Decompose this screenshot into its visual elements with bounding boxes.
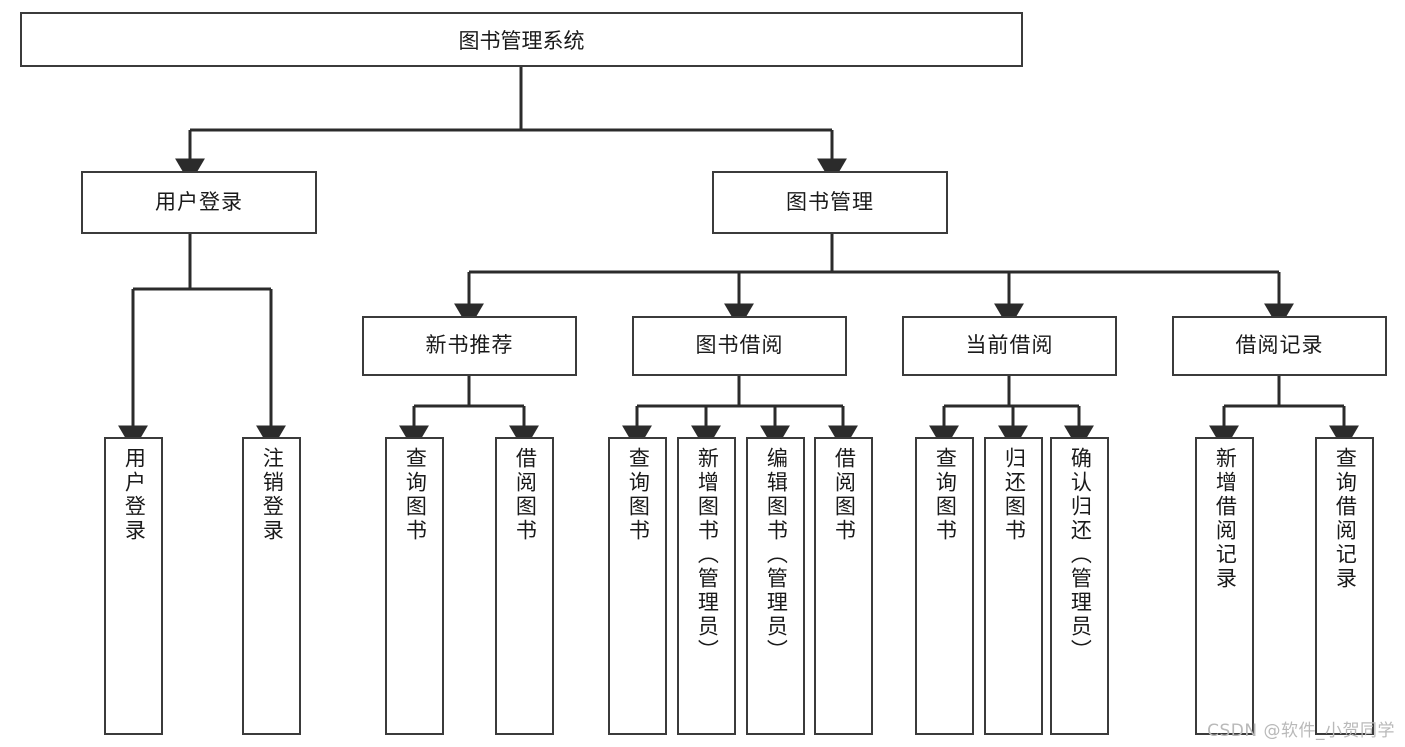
- node-root[interactable]: 图书管理系统: [20, 12, 1023, 67]
- leaf-label: 查询图书: [933, 447, 958, 543]
- node-new-book-recommend[interactable]: 新书推荐: [362, 316, 577, 376]
- leaf-new-book-borrow-book[interactable]: 借阅图书: [495, 437, 554, 735]
- leaf-user-login-logout[interactable]: 注销登录: [242, 437, 301, 735]
- node-borrow-record[interactable]: 借阅记录: [1172, 316, 1387, 376]
- node-book-borrow[interactable]: 图书借阅: [632, 316, 847, 376]
- leaf-new-book-query-book[interactable]: 查询图书: [385, 437, 444, 735]
- leaf-current-borrow-query-book[interactable]: 查询图书: [915, 437, 974, 735]
- leaf-label: 查询图书: [626, 447, 651, 543]
- leaf-label: 查询借阅记录: [1333, 447, 1358, 591]
- leaf-label: 归还图书: [1002, 447, 1027, 543]
- leaf-label: 借阅图书: [513, 447, 538, 543]
- leaf-book-borrow-add-book[interactable]: 新增图书（管理员）: [677, 437, 736, 735]
- leaf-current-borrow-return-book[interactable]: 归还图书: [984, 437, 1043, 735]
- leaf-label: 新增借阅记录: [1213, 447, 1238, 591]
- leaf-book-borrow-query-book[interactable]: 查询图书: [608, 437, 667, 735]
- node-current-borrow[interactable]: 当前借阅: [902, 316, 1117, 376]
- leaf-label: 编辑图书（管理员）: [764, 447, 789, 663]
- leaf-label: 注销登录: [260, 447, 285, 543]
- leaf-borrow-record-query-record[interactable]: 查询借阅记录: [1315, 437, 1374, 735]
- leaf-label: 查询图书: [403, 447, 428, 543]
- csdn-watermark: CSDN @软件_小贺同学: [1207, 721, 1395, 741]
- leaf-label: 借阅图书: [832, 447, 857, 543]
- leaf-label: 确认归还（管理员）: [1068, 447, 1093, 663]
- node-user-login[interactable]: 用户登录: [81, 171, 317, 234]
- node-book-management[interactable]: 图书管理: [712, 171, 948, 234]
- leaf-book-borrow-edit-book[interactable]: 编辑图书（管理员）: [746, 437, 805, 735]
- leaf-book-borrow-borrow-book[interactable]: 借阅图书: [814, 437, 873, 735]
- leaf-user-login-login[interactable]: 用户登录: [104, 437, 163, 735]
- leaf-label: 用户登录: [122, 447, 147, 543]
- leaf-borrow-record-add-record[interactable]: 新增借阅记录: [1195, 437, 1254, 735]
- leaf-current-borrow-confirm-return[interactable]: 确认归还（管理员）: [1050, 437, 1109, 735]
- leaf-label: 新增图书（管理员）: [695, 447, 720, 663]
